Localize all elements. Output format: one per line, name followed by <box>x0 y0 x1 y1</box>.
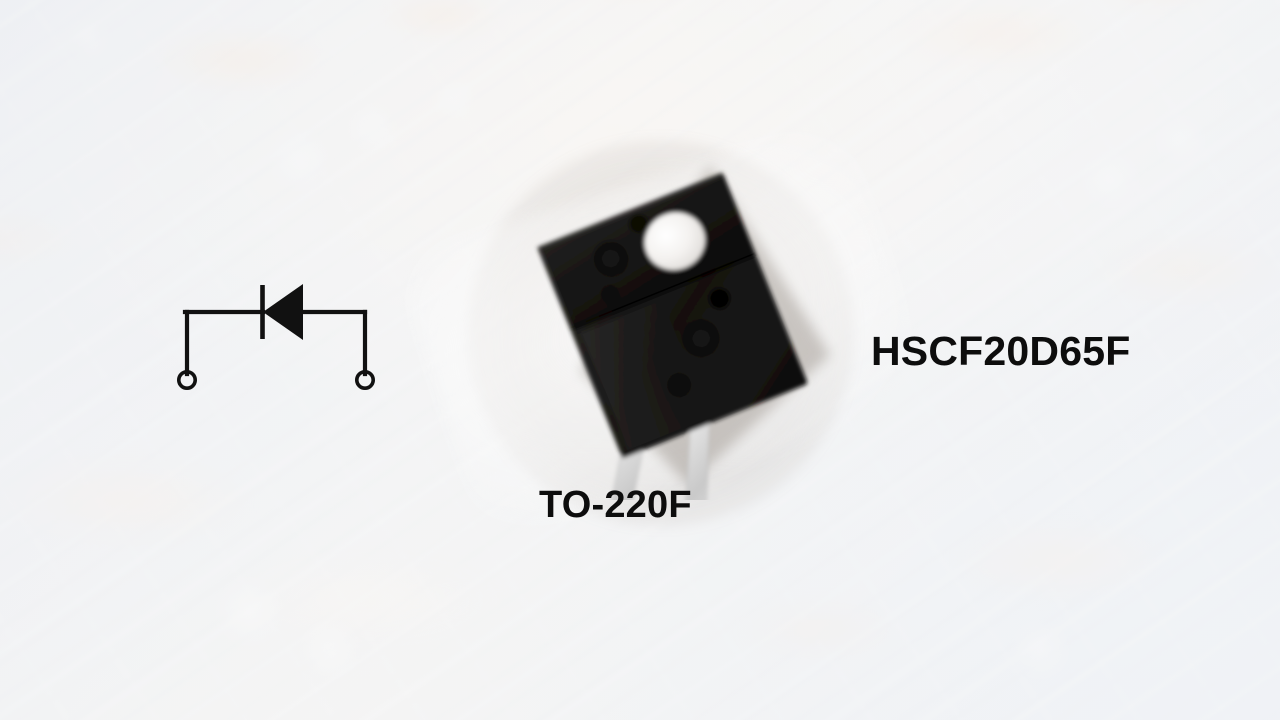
part-number-label: HSCF20D65F <box>871 328 1131 374</box>
mounting-hole <box>644 211 706 271</box>
package-type-label: TO-220F <box>539 484 692 526</box>
diode-anode-triangle <box>263 284 303 340</box>
diode-symbol-svg <box>176 284 376 391</box>
diode-cathode-bar <box>260 285 265 339</box>
dimple-upper-inner <box>601 249 620 268</box>
package-left-highlight <box>537 245 626 459</box>
dimple-bottom-small <box>667 373 692 398</box>
mounting-hole-rim <box>643 211 707 272</box>
diode-terminal-right <box>355 370 376 391</box>
component-photo <box>430 140 880 581</box>
package-ridge <box>569 252 757 331</box>
diode-terminal-left <box>176 370 197 391</box>
dimple-top-small <box>629 214 648 233</box>
package-marking-face <box>580 300 710 451</box>
diode-symbol <box>160 262 400 402</box>
package-top-highlight <box>537 172 725 251</box>
to-220f-svg <box>537 165 830 581</box>
dimple-lower-inner <box>692 329 711 348</box>
dimple-right-small <box>709 288 730 309</box>
dimple-mid-small <box>602 286 619 303</box>
